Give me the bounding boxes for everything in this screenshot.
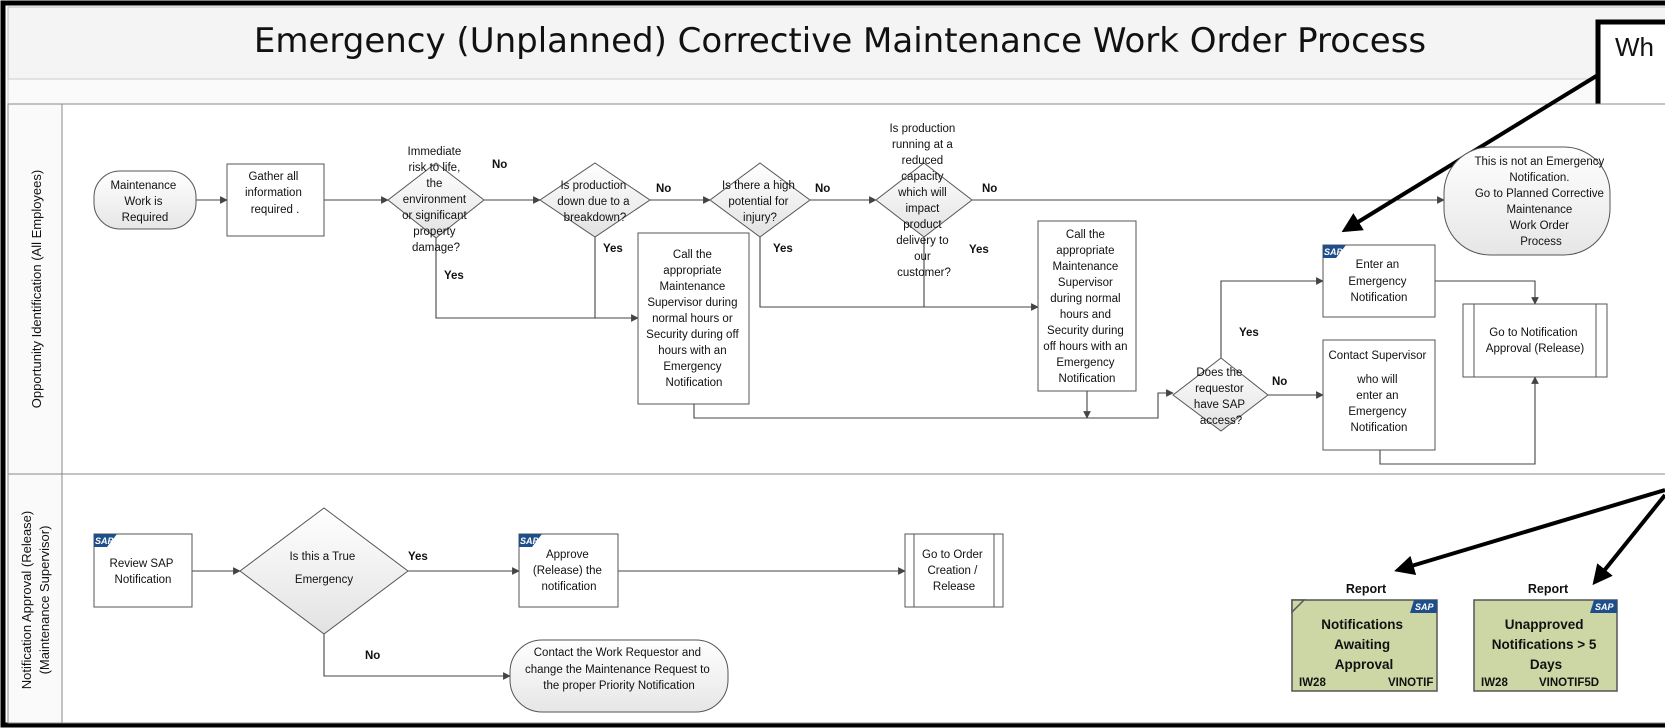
svg-text:SAP: SAP xyxy=(1595,602,1615,612)
svg-text:VINOTIF: VINOTIF xyxy=(1388,677,1433,689)
contact-requestor-terminator: Contact the Work Requestor and change th… xyxy=(509,639,729,713)
svg-text:Yes: Yes xyxy=(408,551,428,563)
gather-information-box: Gather all information required . xyxy=(226,163,325,237)
svg-text:Contact the Work Requestor and: Contact the Work Requestor and change th… xyxy=(525,647,713,692)
sap-logo-icon: SAP xyxy=(1410,600,1437,613)
goto-notification-approval-box: Go to Notification Approval (Release) xyxy=(1462,303,1608,378)
start-text: Maintenance Work is Required xyxy=(110,180,179,224)
svg-text:No: No xyxy=(492,159,507,171)
svg-text:No: No xyxy=(1272,376,1287,388)
svg-text:Review SAP Notification: Review SAP Notification xyxy=(110,558,177,586)
svg-text:Unapproved Notifications: Unapproved Notifications > 5 Days xyxy=(1492,617,1600,672)
svg-text:Yes: Yes xyxy=(969,244,989,256)
sap-logo-icon: SAP xyxy=(519,534,542,547)
connectors xyxy=(192,196,1539,680)
svg-text:SAP: SAP xyxy=(1324,247,1344,257)
svg-text:Notifications Awaiting: Notifications Awaiting Approval xyxy=(1321,617,1407,672)
svg-text:SAP: SAP xyxy=(520,536,540,546)
callout-text: Wh xyxy=(1615,32,1654,62)
contact-supervisor-box: Contact Supervisor who will enter an Eme… xyxy=(1322,339,1436,451)
svg-text:Is production down due t: Is production down due to a breakdown? xyxy=(557,180,632,224)
sap-logo-icon: SAP xyxy=(1323,245,1346,258)
svg-text:Enter an Emergency: Enter an Emergency Notification xyxy=(1348,259,1409,304)
decision-reduced-capacity: Is production running at a reduced capac… xyxy=(875,123,997,279)
svg-text:IW28: IW28 xyxy=(1299,677,1326,689)
svg-text:Yes: Yes xyxy=(603,243,623,255)
svg-text:Call the appropriate: Call the appropriate Maintenance Supervi… xyxy=(1043,229,1130,385)
review-sap-notification-box: SAP Review SAP Notification xyxy=(93,533,193,608)
svg-text:Yes: Yes xyxy=(1239,327,1259,339)
svg-text:No: No xyxy=(656,183,671,195)
callout-box: Wh xyxy=(1595,19,1665,117)
svg-text:Go to Notification Appro: Go to Notification Approval (Release) xyxy=(1486,327,1585,355)
goto-order-creation-box: Go to Order Creation / Release xyxy=(904,533,1004,608)
svg-text:SAP: SAP xyxy=(1415,602,1435,612)
svg-text:Go to Order Creation /: Go to Order Creation / Release xyxy=(922,549,986,593)
svg-text:Call the appropriate: Call the appropriate Maintenance Supervi… xyxy=(646,249,742,389)
start-maintenance-required: Maintenance Work is Required xyxy=(93,170,197,230)
title-bar: Emergency (Unplanned) Corrective Mainten… xyxy=(7,6,1665,105)
svg-text:No: No xyxy=(982,183,997,195)
call-supervisor-box-2: Call the appropriate Maintenance Supervi… xyxy=(1037,220,1137,392)
lane-approval-label-2: (Maintenance Supervisor) xyxy=(37,526,52,675)
svg-text:Is production running at: Is production running at a reduced capac… xyxy=(889,123,958,279)
decision-injury: Is there a high potential for injury? No… xyxy=(709,162,830,255)
svg-text:VINOTIF5D: VINOTIF5D xyxy=(1539,677,1599,689)
lane-approval-label-1: Notification Approval (Release) xyxy=(19,511,34,689)
sap-logo-icon: SAP xyxy=(1590,600,1617,613)
approve-release-box: SAP Approve (Release) the notification xyxy=(518,533,619,608)
enter-notification-box: SAP Enter an Emergency Notification xyxy=(1322,244,1436,318)
svg-text:Report: Report xyxy=(1346,582,1387,596)
svg-text:This is not an Emergency: This is not an Emergency Notification. G… xyxy=(1475,156,1608,248)
decision-true-emergency: Is this a True Emergency Yes No xyxy=(239,507,428,662)
svg-text:Is there a high potentia: Is there a high potential for injury? xyxy=(722,180,798,224)
svg-text:Report: Report xyxy=(1528,582,1569,596)
svg-text:No: No xyxy=(365,650,380,662)
decision-production-down: Is production down due to a breakdown? N… xyxy=(539,162,671,255)
report-notifications-awaiting: Report SAP Notifications Awaiting Approv… xyxy=(1291,582,1438,692)
decision-risk: Immediate risk to life, the environment … xyxy=(387,146,507,282)
svg-text:IW28: IW28 xyxy=(1481,677,1508,689)
svg-text:Gather all information: Gather all information required . xyxy=(245,171,305,216)
sap-logo-icon: SAP xyxy=(94,534,117,547)
svg-text:No: No xyxy=(815,183,830,195)
svg-text:SAP: SAP xyxy=(95,536,115,546)
not-emergency-terminator: This is not an Emergency Notification. G… xyxy=(1443,146,1611,256)
svg-text:Yes: Yes xyxy=(773,243,793,255)
lane-opportunity-label: Opportunity Identification (All Employee… xyxy=(29,170,44,408)
call-supervisor-box-1: Call the appropriate Maintenance Supervi… xyxy=(637,232,750,405)
svg-text:Is this a True Emergency: Is this a True Emergency xyxy=(289,551,358,586)
svg-text:Contact Supervisor who w: Contact Supervisor who will enter an Eme… xyxy=(1329,350,1430,434)
svg-text:Approve (Release) the: Approve (Release) the notification xyxy=(533,549,605,593)
svg-text:Immediate risk to life,: Immediate risk to life, the environment … xyxy=(402,146,470,254)
decision-sap-access: Does the requestor have SAP access? Yes … xyxy=(1172,327,1287,432)
report-unapproved-notifications: Report SAP Unapproved Notifications > 5 … xyxy=(1473,582,1618,692)
svg-text:Yes: Yes xyxy=(444,270,464,282)
svg-text:Does the requestor: Does the requestor have SAP access? xyxy=(1194,367,1248,427)
page-title: Emergency (Unplanned) Corrective Mainten… xyxy=(254,21,1426,61)
